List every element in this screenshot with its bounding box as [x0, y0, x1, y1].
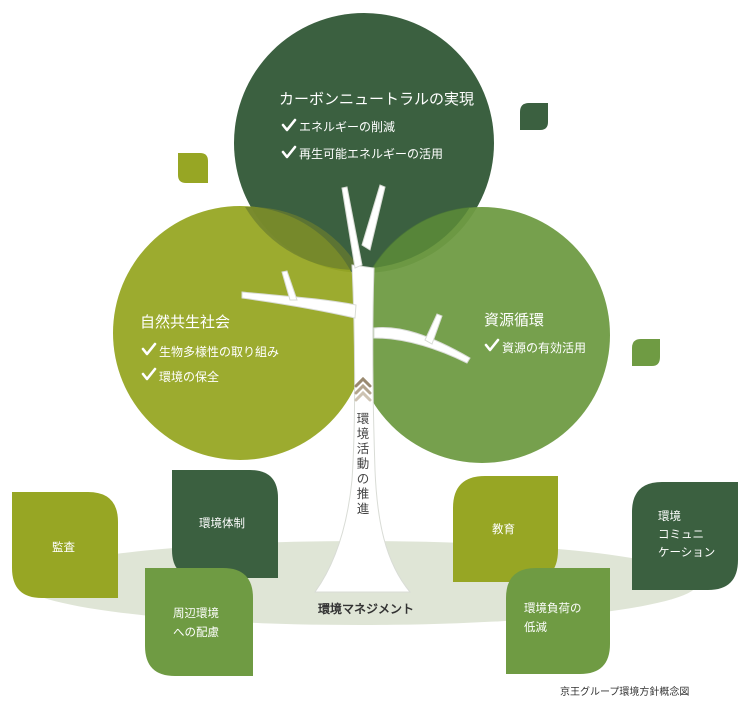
management-label: 環境マネジメント: [318, 601, 414, 616]
leaf-education: [453, 476, 558, 582]
floating-leaf-top-right: [520, 103, 548, 130]
trunk-label-char: 活: [357, 441, 370, 456]
carbon-item-label: 再生可能エネルギーの活用: [299, 147, 443, 161]
carbon-item-2: 再生可能エネルギーの活用: [281, 145, 443, 161]
floating-leaf-top-left: [178, 153, 208, 183]
check-icon: [484, 338, 500, 352]
branch-left-twig: [281, 270, 298, 301]
check-icon: [281, 118, 297, 132]
resource-item-label: 資源の有効活用: [502, 340, 586, 355]
trunk-label-char: 環: [357, 411, 370, 426]
resource-title: 資源循環: [484, 311, 544, 329]
leaf-education-label: 教育: [492, 522, 515, 536]
leaf-system-label: 環境体制: [199, 516, 245, 530]
leaf-audit-label: 監査: [52, 540, 75, 554]
check-icon: [141, 342, 157, 356]
leaf-surroundings: [145, 568, 253, 676]
trunk-label-char: の: [357, 471, 370, 486]
leaf-surroundings-label-1: 周辺環境: [173, 606, 219, 620]
branch-right: [373, 327, 471, 364]
trunk-label-char: 動: [357, 456, 370, 471]
overlap-resource-carbon: [372, 207, 470, 268]
trunk-label-char: 進: [357, 501, 370, 516]
trunk-label-char: 境: [357, 426, 370, 441]
leaf-load-label-2: 低減: [524, 620, 547, 634]
nature-item-1: 生物多様性の取り組み: [141, 342, 279, 359]
trunk-label-char: 推: [357, 486, 370, 501]
leaf-communication: [632, 482, 738, 590]
branch-top-left: [341, 186, 363, 269]
nature-circle: [113, 206, 367, 460]
chevron-up-icon: [354, 376, 372, 402]
leaf-audit: [12, 492, 118, 598]
diagram-caption: 京王グループ環境方針概念図: [560, 685, 689, 698]
nature-item-label: 生物多様性の取り組み: [159, 345, 279, 359]
check-icon: [281, 145, 297, 159]
resource-circle: [354, 207, 610, 463]
leaf-load: [506, 568, 610, 674]
leaf-load-label-1: 環境負荷の: [524, 601, 582, 615]
leaf-communication-label-1: 環境: [658, 509, 681, 523]
branch-right-twig: [424, 313, 443, 345]
leaf-surroundings-label-2: への配慮: [173, 625, 219, 639]
carbon-neutral-circle: [234, 13, 494, 273]
carbon-neutral-title: カーボンニュートラルの実現: [279, 90, 474, 108]
resource-item-1: 資源の有効活用: [484, 338, 586, 355]
tree-trunk: [314, 264, 412, 593]
floating-leaf-right: [632, 339, 660, 366]
tree: [241, 184, 471, 593]
leaf-communication-label-3: ケーション: [658, 545, 715, 559]
nature-title: 自然共生社会: [140, 313, 230, 331]
branch-left: [241, 291, 357, 319]
carbon-item-1: エネルギーの削減: [281, 118, 395, 134]
overlap-nature-carbon: [245, 206, 360, 271]
branch-top-right: [361, 184, 386, 251]
check-icon: [141, 367, 157, 381]
leaf-communication-label-2: コミュニ: [658, 527, 704, 541]
nature-item-2: 環境の保全: [141, 367, 219, 384]
carbon-item-label: エネルギーの削減: [299, 119, 395, 134]
leaf-system: [172, 470, 278, 578]
nature-item-label: 環境の保全: [159, 369, 219, 384]
